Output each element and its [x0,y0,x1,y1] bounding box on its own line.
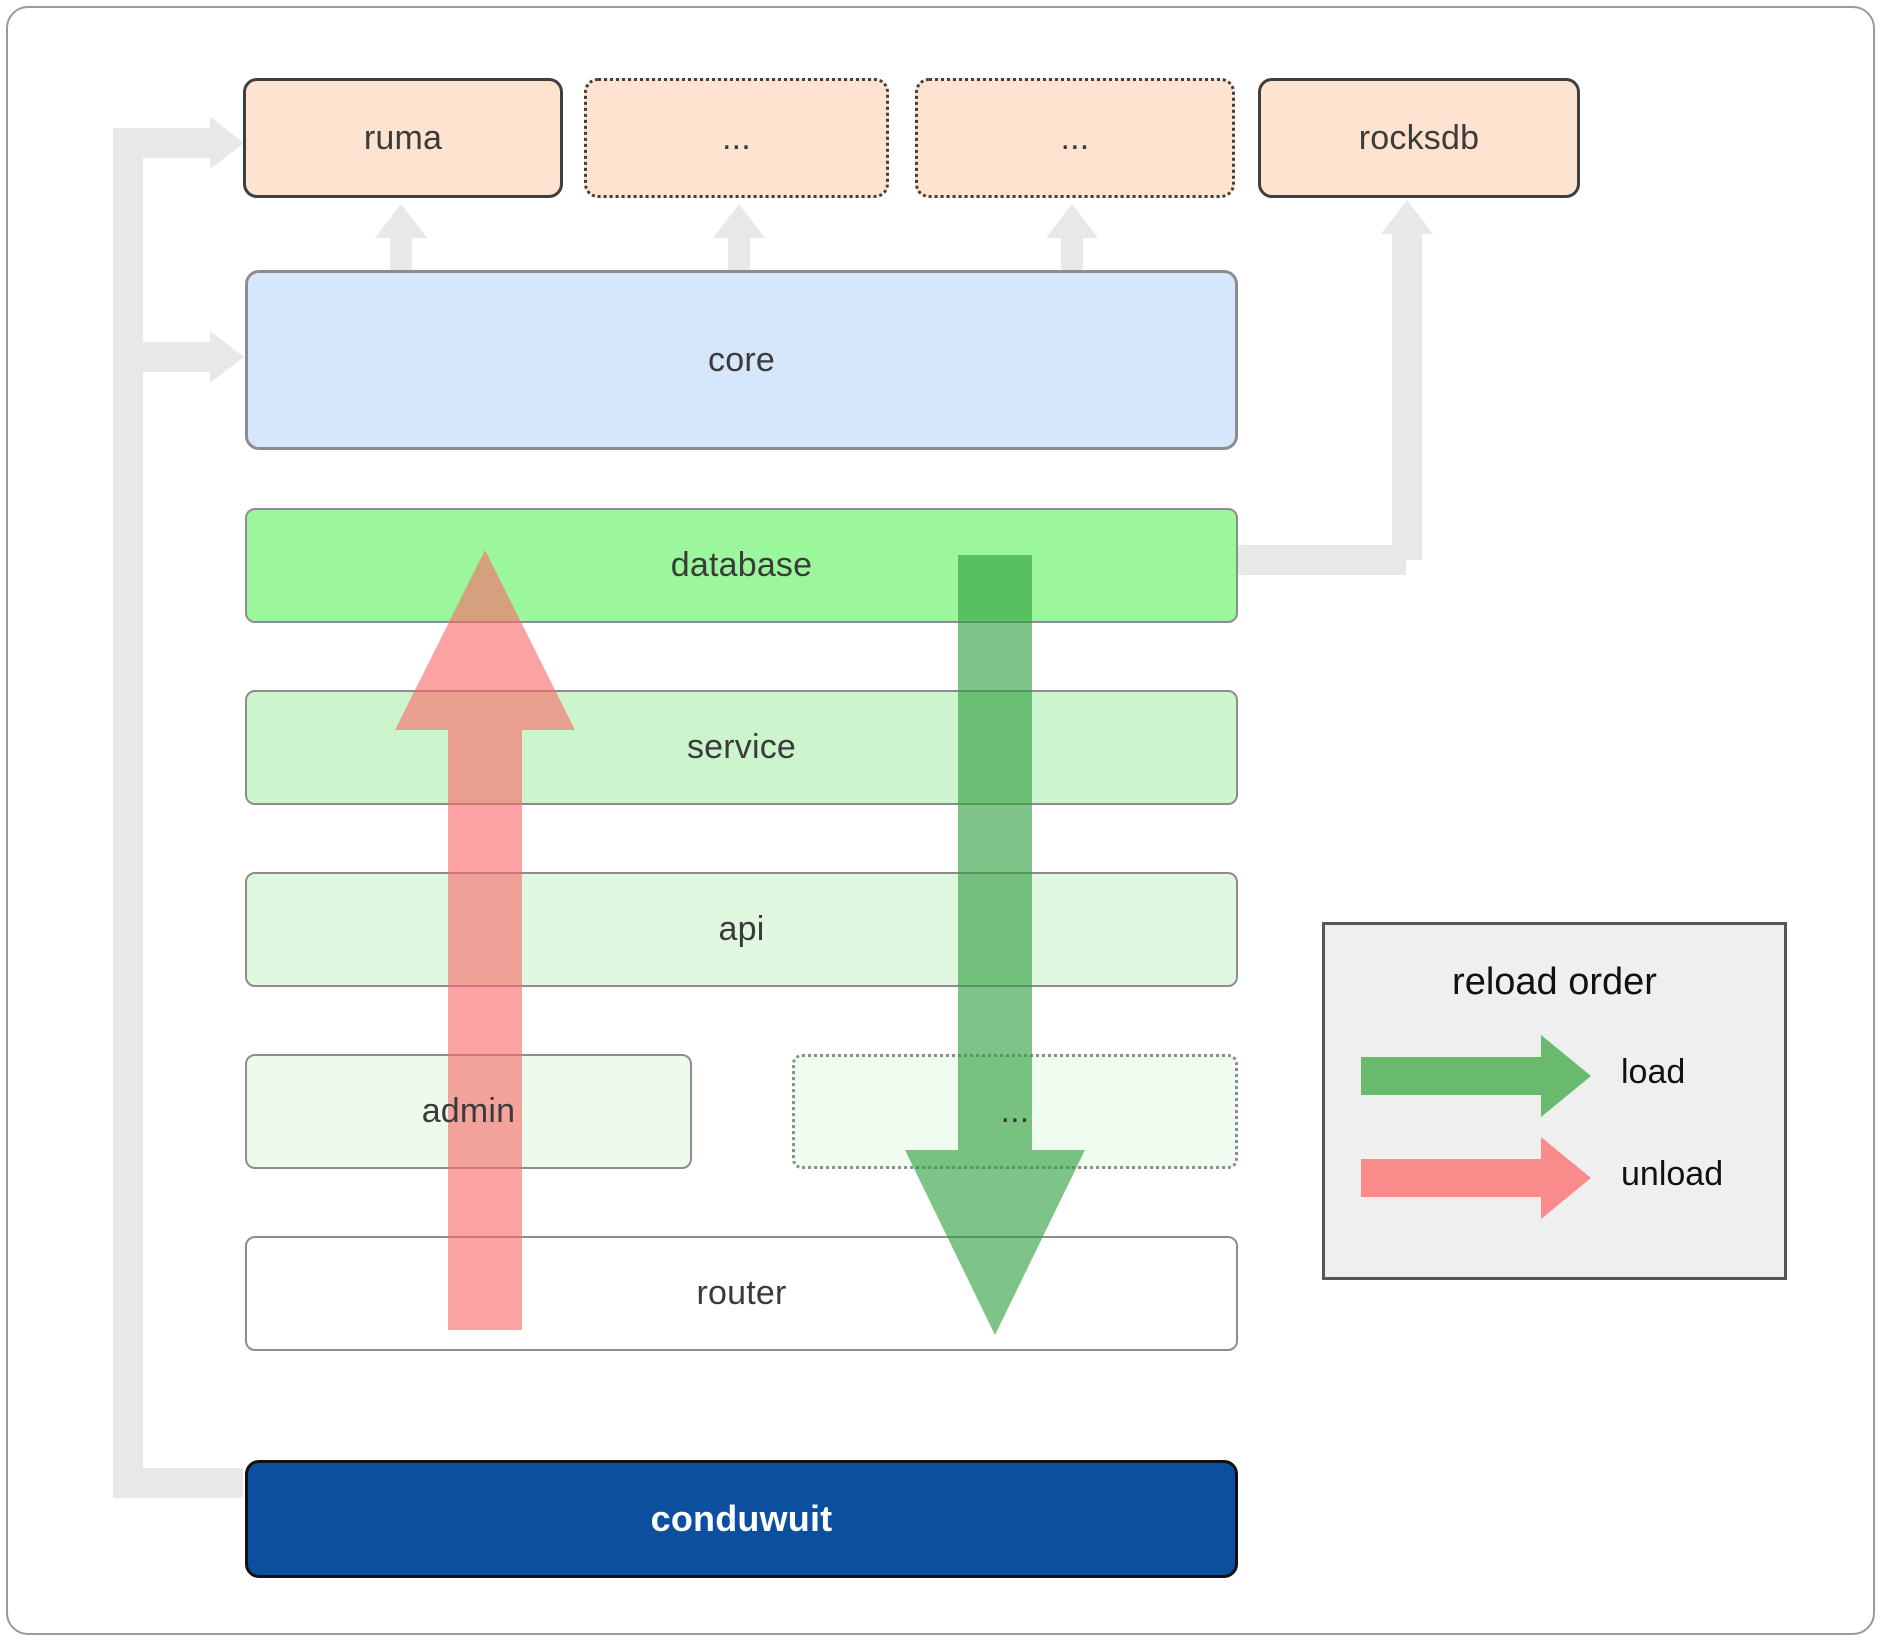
connector-database-to-rocksdb-horizontal [1216,545,1406,575]
node-external-ruma[interactable]: ruma [243,78,563,198]
legend-panel: reload order load unload [1322,922,1787,1280]
legend-load-arrow-icon [1361,1035,1591,1117]
connector-core-to-dots2-stem [1061,230,1083,275]
connector-branch-to-ruma [113,128,218,158]
node-label: ruma [363,118,443,157]
node-label: admin [421,1092,516,1130]
legend-unload-label: unload [1621,1155,1724,1193]
node-external-dots-1[interactable]: ... [584,78,889,198]
node-label: core [708,340,775,379]
legend-load-label: load [1621,1053,1686,1091]
connector-arrowhead-rocksdb [1381,200,1433,234]
node-layer-api[interactable]: api [245,872,1238,987]
node-layer-router[interactable]: router [245,1236,1238,1351]
connector-database-to-rocksdb-vertical [1392,230,1422,560]
legend-title: reload order [1452,961,1657,1003]
connector-trunk-to-conduwuit [113,1468,243,1498]
node-label: router [696,1274,787,1312]
node-binary-conduwuit[interactable]: conduwuit [245,1460,1238,1578]
unload-arrow-up [385,540,585,1330]
connector-arrowhead-core-dots2 [1046,204,1098,238]
connector-arrowhead-ruma [210,117,244,169]
connector-arrowhead-core-dots1 [713,204,765,238]
connector-arrowhead-core [210,331,244,383]
connector-core-to-dots1-stem [728,230,750,275]
connector-core-to-ruma-stem [390,230,412,275]
connector-arrowhead-core-ruma [375,204,427,238]
node-label: conduwuit [650,1498,833,1539]
node-label: api [718,910,765,948]
node-label: rocksdb [1358,118,1480,157]
node-label: database [670,546,813,584]
connector-trunk-vertical [113,128,143,1498]
connector-branch-to-core [133,342,223,372]
node-label: ... [1060,118,1090,157]
node-label: ... [1000,1092,1030,1130]
node-label: ... [722,118,751,157]
load-arrow-down [895,555,1095,1345]
node-core[interactable]: core [245,270,1238,450]
node-label: service [686,728,797,766]
node-external-dots-2[interactable]: ... [915,78,1235,198]
node-external-rocksdb[interactable]: rocksdb [1258,78,1580,198]
legend-unload-arrow-icon [1361,1137,1591,1219]
node-layer-database[interactable]: database [245,508,1238,623]
